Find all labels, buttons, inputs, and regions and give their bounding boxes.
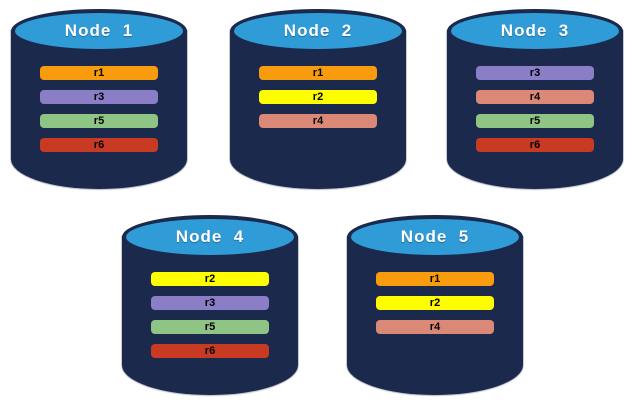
- node-title: Node 1: [64, 21, 134, 40]
- replica-bar: r6: [151, 344, 269, 358]
- replica-bar: r4: [376, 320, 494, 334]
- replica-bar: r4: [476, 90, 594, 104]
- replica-bar: r6: [476, 138, 594, 152]
- node-5: Node 5 r1 r2 r4: [347, 215, 523, 395]
- cylinder-top: Node 4: [122, 215, 298, 259]
- replica-bar: r3: [40, 90, 158, 104]
- node-title: Node 4: [175, 227, 245, 246]
- replica-list: r1 r2 r4: [347, 272, 523, 334]
- node-1: Node 1 r1 r3 r5 r6: [11, 9, 187, 189]
- replica-list: r1 r3 r5 r6: [11, 66, 187, 152]
- replica-bar: r3: [476, 66, 594, 80]
- replica-list: r1 r2 r4: [230, 66, 406, 128]
- replica-bar: r5: [476, 114, 594, 128]
- replica-bar: r4: [259, 114, 377, 128]
- replica-list: r3 r4 r5 r6: [447, 66, 623, 152]
- cylinder-top: Node 5: [347, 215, 523, 259]
- node-title: Node 2: [283, 21, 353, 40]
- replica-bar: r2: [151, 272, 269, 286]
- cylinder-body: [122, 236, 298, 395]
- replica-bar: r5: [40, 114, 158, 128]
- replica-bar: r3: [151, 296, 269, 310]
- replica-bar: r1: [40, 66, 158, 80]
- cylinder-body: [11, 30, 187, 189]
- replica-bar: r1: [376, 272, 494, 286]
- replica-bar: r6: [40, 138, 158, 152]
- cylinder-body: [230, 30, 406, 189]
- cylinder-top: Node 3: [447, 9, 623, 53]
- node-2: Node 2 r1 r2 r4: [230, 9, 406, 189]
- replica-list: r2 r3 r5 r6: [122, 272, 298, 358]
- node-4: Node 4 r2 r3 r5 r6: [122, 215, 298, 395]
- replica-bar: r2: [376, 296, 494, 310]
- node-title: Node 3: [500, 21, 570, 40]
- cylinder-top: Node 2: [230, 9, 406, 53]
- replica-bar: r5: [151, 320, 269, 334]
- replica-bar: r2: [259, 90, 377, 104]
- node-title: Node 5: [400, 227, 470, 246]
- cylinder-body: [447, 30, 623, 189]
- cylinder-top: Node 1: [11, 9, 187, 53]
- replica-bar: r1: [259, 66, 377, 80]
- cylinder-body: [347, 236, 523, 395]
- node-3: Node 3 r3 r4 r5 r6: [447, 9, 623, 189]
